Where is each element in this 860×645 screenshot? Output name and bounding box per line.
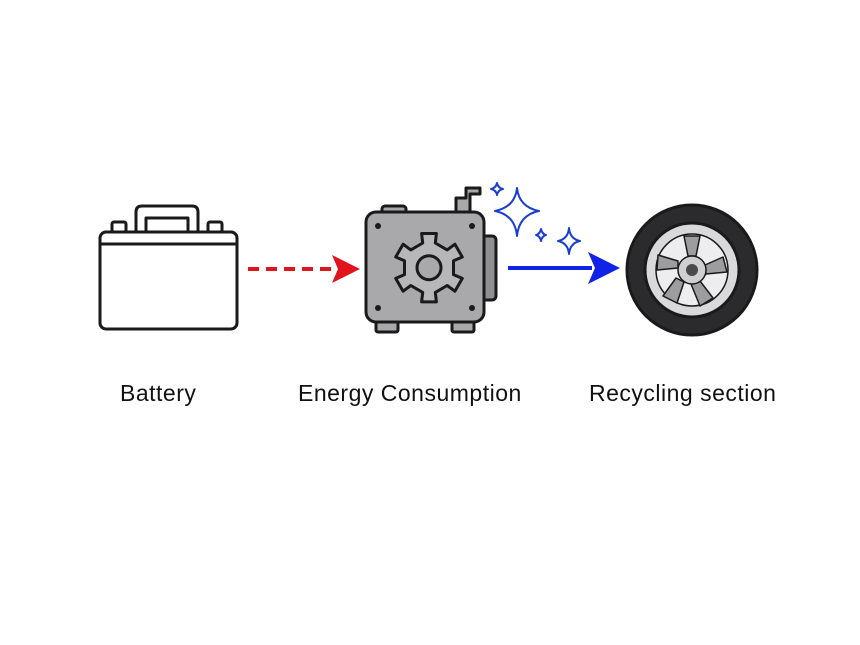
energy-consumption-label: Energy Consumption [298, 380, 522, 406]
recycling-section-label: Recycling section [589, 380, 777, 406]
solid-arrow-energy-to-recycling [508, 252, 620, 284]
sparkle-icon [490, 182, 581, 255]
engine-gear-icon [364, 186, 498, 334]
dashed-arrow-battery-to-energy [248, 255, 360, 283]
wheel-icon [625, 203, 759, 337]
battery-label: Battery [120, 380, 197, 406]
battery-icon [98, 204, 239, 331]
